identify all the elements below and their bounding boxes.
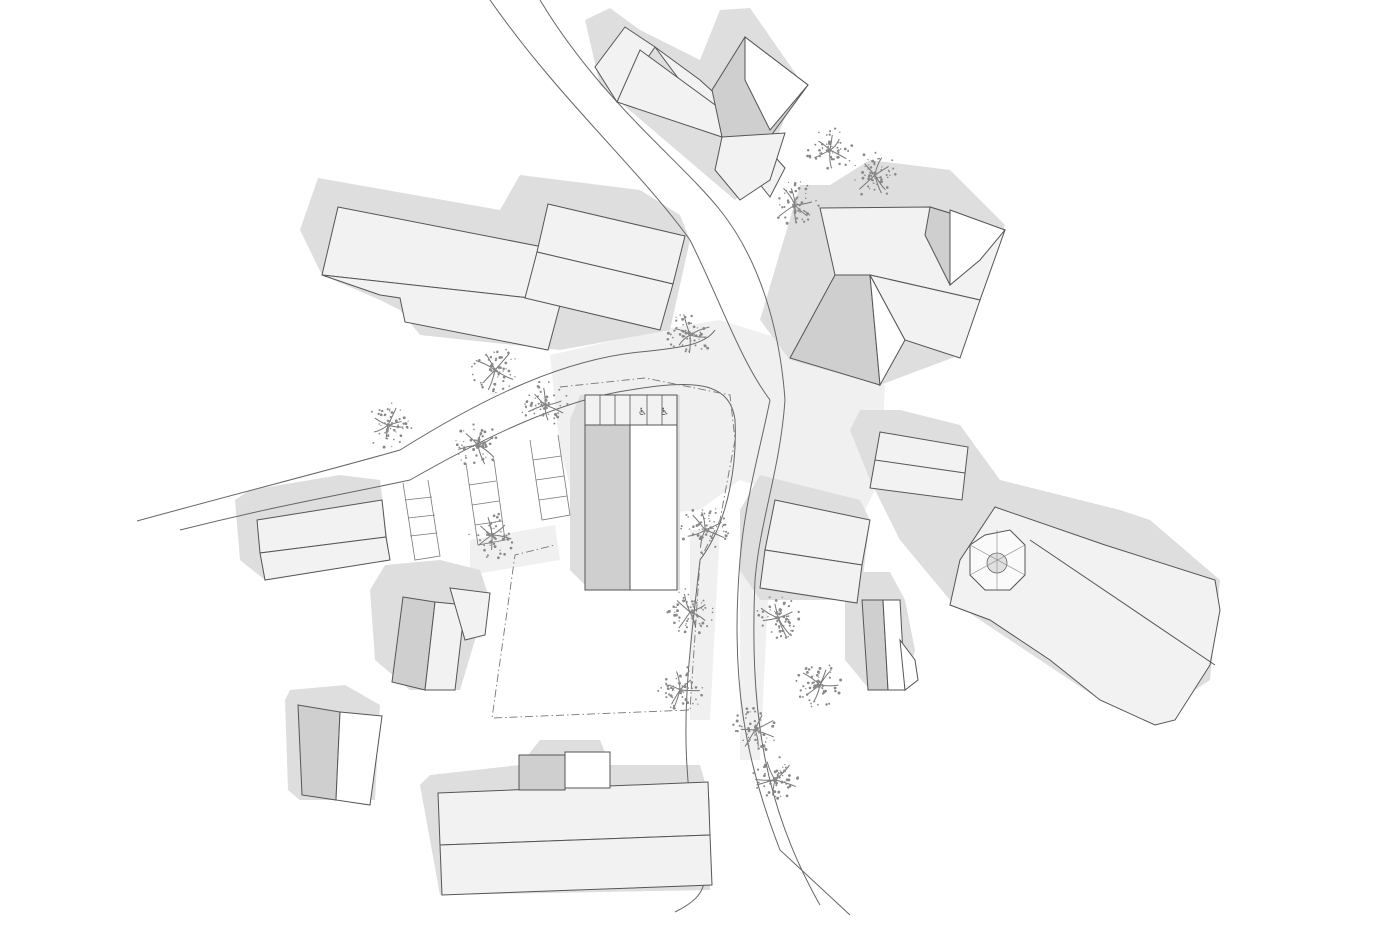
tree-icon xyxy=(806,127,854,170)
tree-icon xyxy=(732,707,776,751)
tree-icon xyxy=(795,664,843,708)
church xyxy=(949,506,1221,726)
octagonal-tower-icon xyxy=(969,529,1026,591)
building-east-narrow xyxy=(861,599,919,691)
tree-icon xyxy=(777,181,820,225)
tree-icon xyxy=(752,756,799,800)
tree-icon xyxy=(756,596,801,639)
tree-icon xyxy=(521,380,569,425)
tree-icon xyxy=(455,423,498,465)
tree-icon xyxy=(666,314,710,354)
tree-icon xyxy=(370,402,413,449)
parking-area xyxy=(402,434,571,561)
building-east-small xyxy=(869,431,969,501)
site-boundary xyxy=(491,377,736,719)
building-northeast xyxy=(789,206,1006,387)
wheelchair-icon: ♿ xyxy=(660,407,669,418)
tree-icon xyxy=(657,666,704,711)
building-northwest-long xyxy=(321,203,686,351)
building-center-east xyxy=(759,499,871,604)
wheelchair-icon: ♿ xyxy=(638,407,647,418)
tree-icon xyxy=(666,588,714,635)
tree-icon xyxy=(471,348,516,394)
building-south xyxy=(437,751,713,896)
building-southwest xyxy=(391,587,491,691)
building-center-new: ♿ ♿ xyxy=(584,394,678,591)
tree-icon xyxy=(680,508,730,554)
tree-icon xyxy=(854,151,897,196)
tree-icon xyxy=(468,512,514,560)
building-west xyxy=(256,499,391,581)
trees xyxy=(370,127,897,800)
building-far-southwest xyxy=(297,704,383,806)
building-north xyxy=(594,26,809,201)
